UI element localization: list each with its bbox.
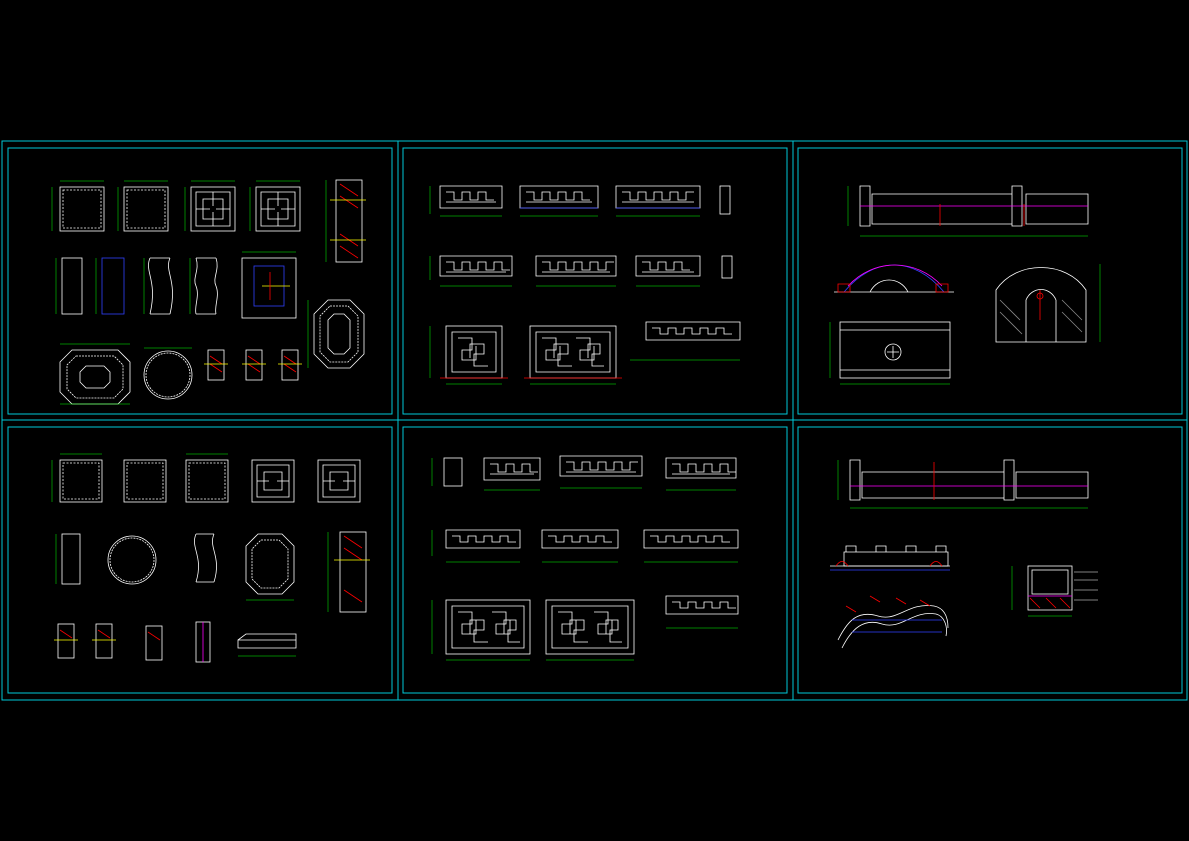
sheet-6-railing-elevation — [837, 459, 1089, 509]
sheet-4-bottom-row — [54, 621, 297, 663]
sheet-2-row-2 — [429, 255, 733, 287]
sheet-1-octagon-frame — [307, 299, 365, 369]
sheet-5-row-3 — [431, 595, 739, 661]
sheet-5-frame — [402, 426, 788, 694]
sheet-3-bridge-pier — [995, 264, 1101, 343]
sheet-1-profile-row — [61, 257, 297, 319]
sheet-frames — [7, 147, 1183, 694]
sheet-6-bridge-side — [830, 545, 950, 571]
sheet-3-frame — [797, 147, 1183, 415]
sheet-3-railing-elevation — [847, 185, 1089, 237]
sheet-3-plan-view — [829, 321, 951, 385]
sheet-3-content — [829, 185, 1101, 385]
layout-frame — [1, 140, 1188, 701]
sheet-6-section-detail — [1011, 565, 1098, 617]
sheet-2-content — [429, 185, 741, 385]
sheet-6-frame — [797, 426, 1183, 694]
sheet-5-row-2 — [431, 529, 739, 563]
sheet-5-content — [431, 455, 739, 661]
sheet-2-row-3 — [429, 321, 741, 385]
sheet-6-curved-plan — [837, 595, 949, 649]
sheet-1-frame — [7, 147, 393, 415]
sheet-1-section-detail — [325, 179, 366, 263]
sheet-4-profile-row — [55, 531, 370, 613]
sheet-4-panel-row — [51, 453, 361, 503]
sheet-2-frame — [402, 147, 788, 415]
sheet-2-row-1 — [429, 185, 731, 217]
sheet-1-panel-row — [59, 186, 301, 232]
sheet-1-content — [51, 179, 366, 405]
sheet-4-frame — [7, 426, 393, 694]
sheet-4-content — [51, 453, 370, 663]
sheet-6-content — [830, 459, 1098, 649]
sheet-3-arch-bridge — [834, 264, 954, 293]
sheet-5-row-1 — [431, 455, 737, 491]
